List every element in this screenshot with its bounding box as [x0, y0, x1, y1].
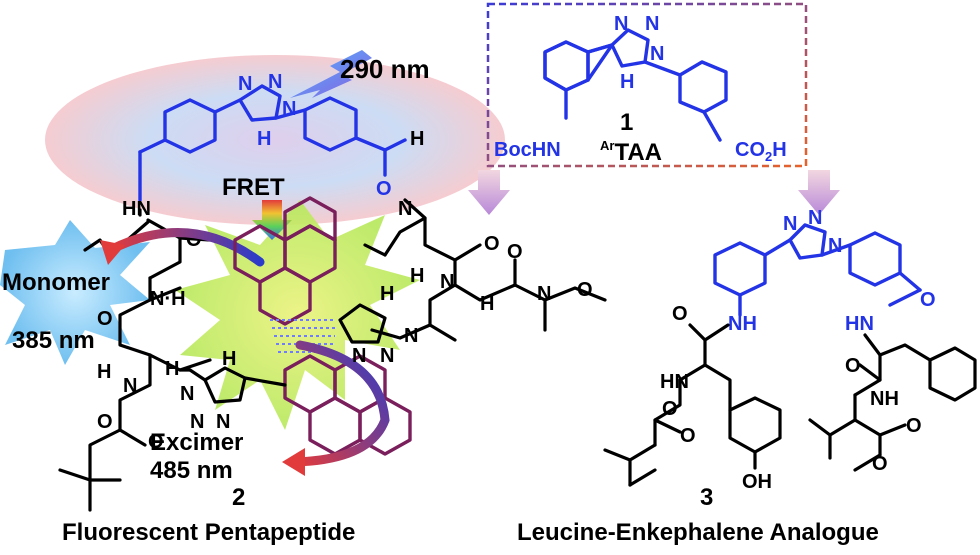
c3-NH-right2: NH — [870, 388, 899, 410]
c2-H-triazole-right: H — [380, 283, 394, 305]
c2-O-left4: O — [97, 411, 113, 433]
c2-O-left3: O — [148, 431, 164, 453]
c3-O-right3: O — [872, 453, 888, 475]
c2-H-lower: H — [222, 348, 236, 370]
c3-O-right1: O — [845, 355, 861, 377]
c2-N2: N — [268, 71, 282, 93]
c3-O-left2: O — [680, 425, 696, 447]
pi-stacking — [270, 319, 335, 353]
c2-O-top: O — [376, 178, 392, 200]
c2-N-right4: N — [404, 325, 418, 347]
c2-H-left: H — [97, 361, 111, 383]
c3-N3: N — [828, 235, 842, 257]
c3-O-left3: O — [662, 398, 678, 420]
c2-H-right: H — [410, 128, 424, 150]
excitation-wavelength: 290 nm — [340, 54, 430, 84]
monomer-arrow — [105, 228, 265, 267]
arrow-to-3 — [798, 170, 840, 215]
compound-2-lower-triazole — [178, 366, 287, 404]
c2-NH-left: N·H — [150, 288, 186, 310]
c1-co2h: CO2H — [735, 139, 787, 164]
compound-3-left-chain — [603, 323, 782, 487]
compound-1-name: ArTAA — [600, 138, 662, 166]
c2-O-right3: O — [577, 279, 593, 301]
c3-HN-left2: HN — [660, 371, 689, 393]
fret-arrow — [252, 200, 292, 240]
triazole-halo — [45, 55, 505, 225]
excimer-arrow — [290, 340, 390, 467]
c2-HN-left: HN — [122, 198, 151, 220]
compound-2-number: 2 — [232, 484, 245, 511]
c3-O: O — [920, 289, 936, 311]
c2-N-right1: N — [398, 198, 412, 220]
compound-2-caption: Fluorescent Pentapeptide — [62, 519, 355, 546]
fret-label: FRET — [222, 174, 285, 201]
compound-2-right-chain — [338, 198, 607, 344]
c3-N1: N — [783, 213, 797, 235]
c1-N2: N — [645, 13, 659, 35]
c2-N-right6: N — [380, 345, 394, 367]
c3-N2: N — [808, 207, 822, 229]
compound-1-structure — [543, 28, 728, 142]
c2-H-left2: H — [165, 358, 179, 380]
c2-H: H — [257, 128, 271, 150]
c1-N1: N — [614, 13, 628, 35]
c3-O-left1: O — [672, 303, 688, 325]
c2-N-right3: N — [537, 283, 551, 305]
monomer-arrow-head — [100, 240, 125, 265]
excitation-bolt — [290, 50, 372, 98]
c2-N-right2: N — [440, 271, 454, 293]
compound-1-box — [486, 2, 808, 168]
c2-N-lower2: N — [190, 411, 204, 433]
c2-O-right2: O — [507, 241, 523, 263]
c3-NH-left: NH — [728, 313, 757, 335]
c2-N1: N — [238, 73, 252, 95]
excimer-wavelength: 485 nm — [150, 457, 233, 484]
c1-H: H — [620, 71, 634, 93]
c2-N-lower1: N — [180, 383, 194, 405]
compound-3-right-chain — [808, 333, 977, 472]
arrow-to-2 — [468, 170, 510, 215]
c3-OH: OH — [742, 471, 772, 493]
c3-O-right2: O — [906, 415, 922, 437]
compound-2-aryl-triazole — [138, 84, 407, 202]
c2-H-right2: H — [410, 265, 424, 287]
monomer-label: Monomer — [2, 269, 110, 296]
c2-N-left3: N — [123, 375, 137, 397]
pyrene-lower — [283, 354, 412, 456]
compound-3-aryl-triazole — [713, 223, 922, 317]
c1-bochn: BocHN — [494, 139, 561, 161]
excimer-arrow-head — [282, 448, 305, 476]
c2-N-lower3: N — [216, 411, 230, 433]
c2-O-right1: O — [484, 233, 500, 255]
pyrene-upper — [233, 196, 337, 326]
c2-N3: N — [282, 98, 296, 120]
c2-H-right3: H — [480, 293, 494, 315]
compound-1-number: 1 — [620, 109, 633, 136]
c1-N3: N — [650, 43, 664, 65]
compound-3-number: 3 — [700, 484, 713, 511]
compound-3-caption: Leucine-Enkephalene Analogue — [517, 519, 879, 546]
c2-O-left2: O — [97, 308, 113, 330]
c3-HN-right: HN — [845, 313, 874, 335]
monomer-wavelength: 385 nm — [12, 327, 95, 354]
c2-N-right5: N — [352, 345, 366, 367]
excimer-label: Excimer — [150, 429, 243, 456]
